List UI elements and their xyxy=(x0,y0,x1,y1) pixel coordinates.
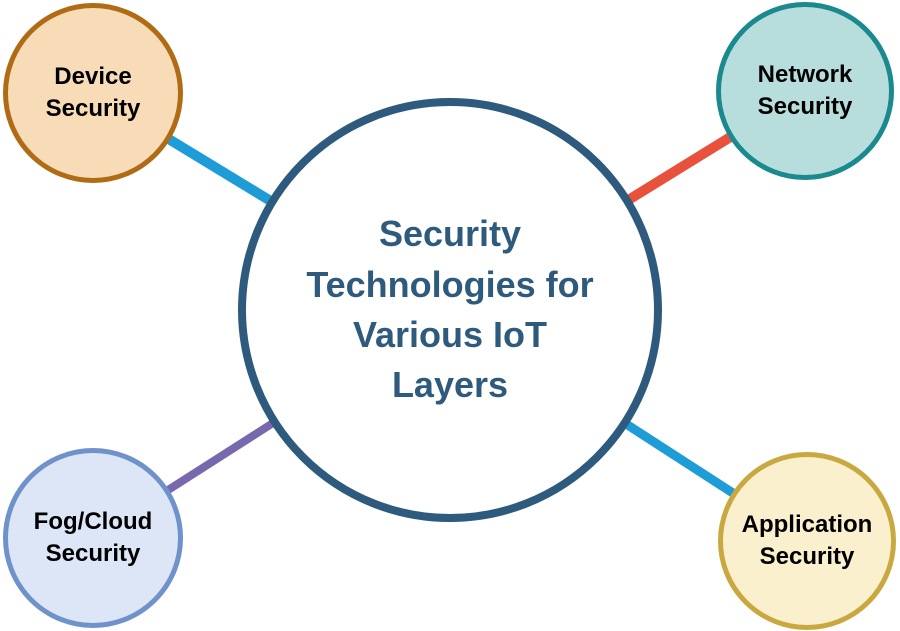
node-application-security-label: Application Security xyxy=(741,510,873,570)
node-device-security: Device Security xyxy=(3,3,183,183)
node-device-security-label: Device Security xyxy=(45,62,141,122)
node-network-security: Network Security xyxy=(716,2,894,180)
hub-circle-security-technologies: Security Technologies for Various IoT La… xyxy=(238,98,662,522)
hub-label: Security Technologies for Various IoT La… xyxy=(306,213,594,406)
node-network-security-label: Network Security xyxy=(757,60,853,120)
node-fog-cloud-security-label: Fog/Cloud Security xyxy=(33,507,153,567)
node-application-security: Application Security xyxy=(718,452,896,630)
node-fog-cloud-security: Fog/Cloud Security xyxy=(3,448,183,628)
